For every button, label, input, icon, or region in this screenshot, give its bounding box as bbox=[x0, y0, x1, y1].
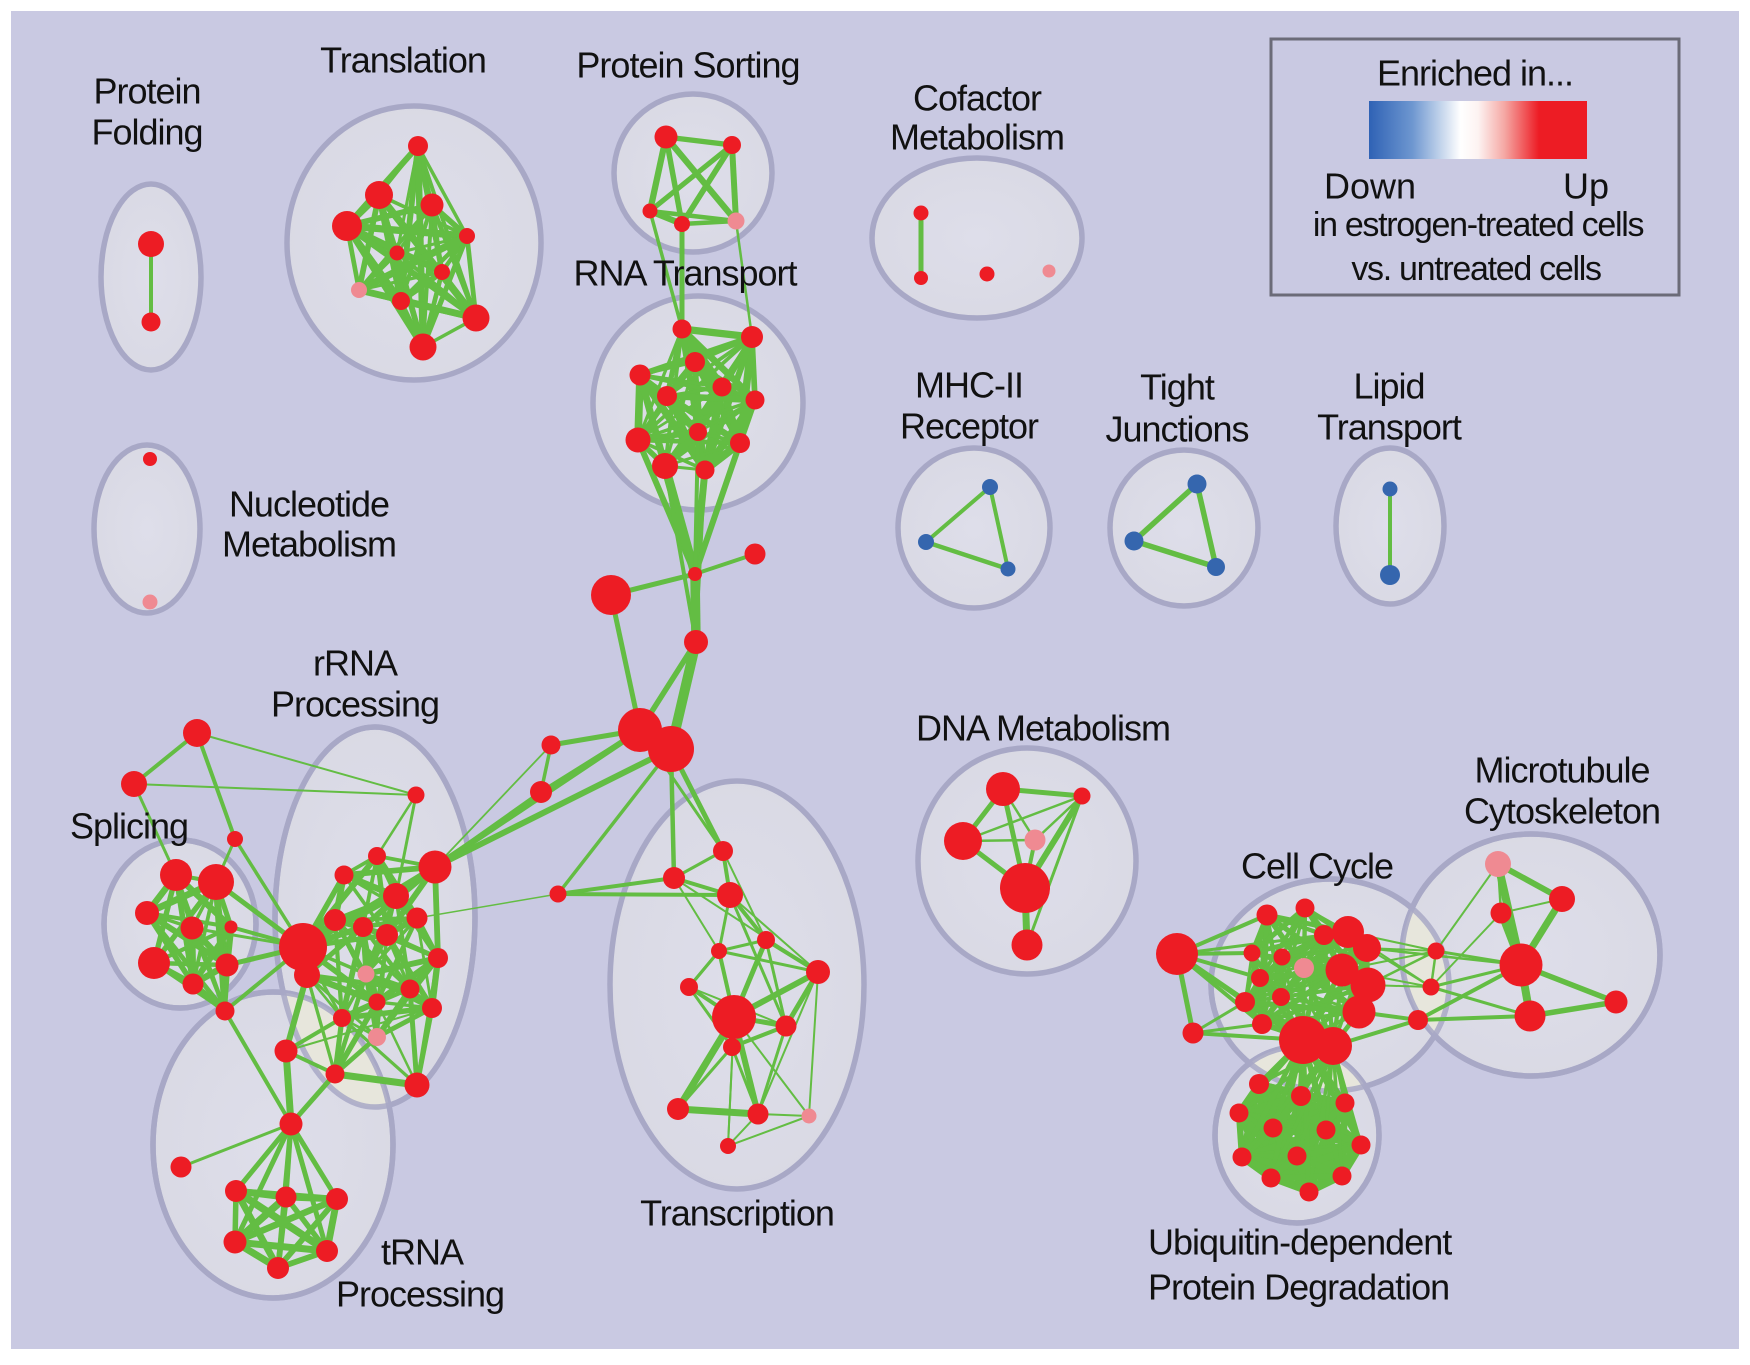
svg-text:Protein Degradation: Protein Degradation bbox=[1148, 1267, 1449, 1308]
svg-text:Metabolism: Metabolism bbox=[890, 117, 1064, 158]
svg-text:RNA Transport: RNA Transport bbox=[573, 253, 797, 294]
svg-text:Down: Down bbox=[1324, 166, 1416, 207]
svg-text:Microtubule: Microtubule bbox=[1474, 750, 1649, 791]
svg-text:MHC-II: MHC-II bbox=[915, 365, 1023, 406]
svg-text:rRNA: rRNA bbox=[313, 643, 398, 684]
svg-text:Metabolism: Metabolism bbox=[222, 524, 396, 565]
svg-text:Processing: Processing bbox=[271, 684, 439, 725]
svg-text:Up: Up bbox=[1563, 166, 1609, 207]
svg-text:in estrogen-treated cells: in estrogen-treated cells bbox=[1313, 206, 1644, 244]
svg-text:Splicing: Splicing bbox=[70, 806, 188, 847]
svg-text:Lipid: Lipid bbox=[1353, 366, 1424, 407]
svg-text:Ubiquitin-dependent: Ubiquitin-dependent bbox=[1148, 1222, 1452, 1263]
svg-text:Nucleotide: Nucleotide bbox=[229, 484, 389, 525]
svg-text:Cytoskeleton: Cytoskeleton bbox=[1464, 791, 1660, 832]
svg-text:Processing: Processing bbox=[336, 1274, 504, 1315]
svg-text:Transcription: Transcription bbox=[640, 1193, 834, 1234]
svg-text:Tight: Tight bbox=[1140, 367, 1215, 408]
svg-text:vs. untreated cells: vs. untreated cells bbox=[1351, 250, 1601, 288]
svg-text:Cell Cycle: Cell Cycle bbox=[1241, 846, 1393, 887]
svg-text:Transport: Transport bbox=[1317, 407, 1462, 448]
svg-text:Cofactor: Cofactor bbox=[913, 78, 1042, 119]
svg-text:DNA Metabolism: DNA Metabolism bbox=[916, 708, 1170, 749]
svg-text:Junctions: Junctions bbox=[1105, 409, 1248, 450]
svg-text:Enriched in...: Enriched in... bbox=[1377, 53, 1573, 94]
svg-text:Receptor: Receptor bbox=[900, 406, 1039, 447]
svg-text:Protein: Protein bbox=[93, 71, 200, 112]
svg-text:Folding: Folding bbox=[91, 112, 202, 153]
svg-text:Translation: Translation bbox=[320, 40, 486, 81]
svg-text:tRNA: tRNA bbox=[381, 1232, 464, 1273]
svg-text:Protein Sorting: Protein Sorting bbox=[576, 45, 799, 86]
